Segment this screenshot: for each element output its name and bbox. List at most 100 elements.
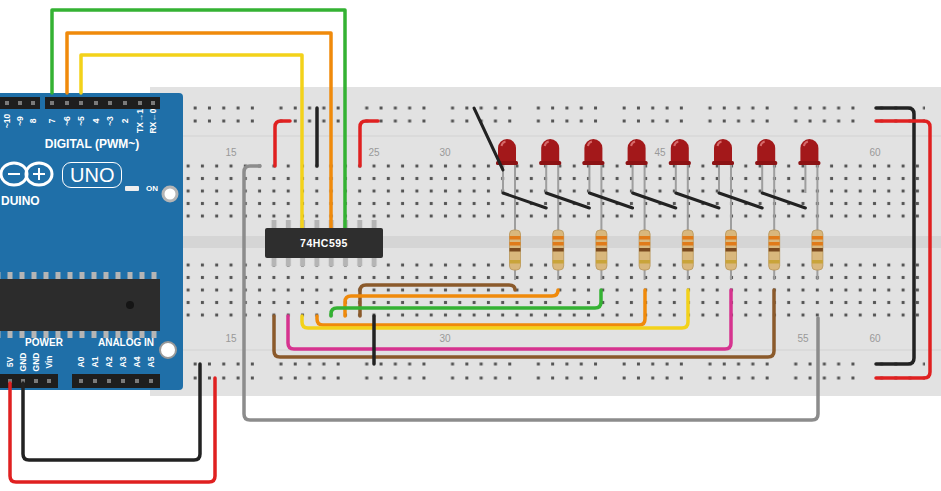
resistors bbox=[596, 222, 607, 280]
arduino-board-art bbox=[108, 101, 112, 105]
arduino-board-art bbox=[93, 379, 97, 383]
column-number: 60 bbox=[869, 148, 880, 158]
jumper-wires bbox=[676, 193, 719, 208]
jumper-wires bbox=[317, 290, 645, 325]
chip-pins bbox=[266, 258, 382, 266]
column-number: 60 bbox=[869, 334, 880, 344]
board-label: 5V bbox=[6, 357, 15, 367]
arduino-board-art bbox=[135, 379, 139, 383]
leds bbox=[582, 139, 604, 222]
arduino-board-art bbox=[149, 379, 153, 383]
board-label: A1 bbox=[91, 357, 100, 368]
breadboard bbox=[188, 357, 925, 385]
leds bbox=[626, 139, 648, 222]
chip-pins bbox=[266, 220, 382, 266]
jumper-wires bbox=[360, 121, 378, 166]
jumper-wires bbox=[288, 290, 731, 349]
arduino-board-art bbox=[94, 101, 98, 105]
board-label: 4 bbox=[92, 119, 101, 124]
board-label: ~9 bbox=[16, 116, 25, 126]
board-logo-mark bbox=[8, 173, 20, 175]
resistors bbox=[812, 222, 823, 280]
arduino-board-art bbox=[121, 379, 125, 383]
jumper-wires bbox=[876, 108, 914, 364]
leds bbox=[496, 139, 518, 222]
arduino-board-art bbox=[0, 331, 160, 338]
board-label: A0 bbox=[77, 357, 86, 368]
resistors bbox=[553, 222, 564, 280]
arduino-board-art bbox=[0, 93, 183, 390]
jumper-wires bbox=[10, 108, 930, 482]
board-label: TX→1 bbox=[136, 109, 145, 133]
column-number: 15 bbox=[225, 148, 236, 158]
column-number: 25 bbox=[368, 148, 379, 158]
board-label: ANALOG IN bbox=[98, 338, 154, 348]
breadboard bbox=[188, 101, 925, 127]
board-label: 7 bbox=[48, 119, 57, 124]
column-number: 15 bbox=[225, 334, 236, 344]
signal-wire bbox=[67, 33, 331, 228]
arduino-board-art bbox=[138, 101, 142, 105]
chip-pins bbox=[266, 220, 382, 228]
resistors bbox=[639, 222, 650, 280]
jumper-wires bbox=[360, 285, 515, 316]
leds bbox=[539, 139, 561, 222]
arduino-board-art bbox=[8, 379, 153, 383]
signal-wire bbox=[52, 10, 345, 228]
arduino-board-art bbox=[107, 379, 111, 383]
arduino-board-art bbox=[31, 101, 35, 105]
chip-label: 74HC595 bbox=[300, 238, 348, 249]
arduino-board-art bbox=[163, 187, 177, 201]
leds bbox=[755, 139, 777, 222]
arduino-board-art bbox=[0, 279, 160, 331]
board-logo-mark bbox=[26, 163, 52, 185]
jumper-wires bbox=[719, 193, 762, 208]
jumper-wires bbox=[546, 193, 589, 208]
arduino-board-art bbox=[18, 101, 22, 105]
resistors bbox=[510, 222, 521, 280]
board-logo: UNO bbox=[62, 162, 122, 188]
arduino-board-art bbox=[45, 97, 160, 109]
column-number: 45 bbox=[654, 148, 665, 158]
shift-register-chip: 74HC595 bbox=[265, 228, 383, 258]
jumper-wires bbox=[275, 121, 290, 166]
arduino-board-art bbox=[126, 301, 134, 309]
leds bbox=[669, 139, 691, 222]
board-logo-mark bbox=[1, 163, 27, 185]
jumper-wires bbox=[762, 193, 805, 208]
board-label: RX←0 bbox=[149, 108, 158, 133]
arduino-board-art bbox=[151, 101, 155, 105]
jumper-wires bbox=[372, 316, 376, 364]
jumper-wires bbox=[589, 193, 632, 208]
arduino-board-art bbox=[79, 379, 83, 383]
jumper-wires bbox=[315, 108, 319, 166]
arduino-board-art bbox=[47, 379, 51, 383]
breadboard bbox=[150, 87, 941, 396]
jumper-wires bbox=[876, 121, 930, 378]
arduino-board-art bbox=[0, 93, 183, 390]
board-label: ~3 bbox=[106, 116, 115, 126]
board-label: ~6 bbox=[63, 116, 72, 126]
arduino-board-art bbox=[160, 342, 176, 358]
leds bbox=[798, 139, 820, 222]
arduino-board-art bbox=[0, 272, 160, 279]
board-label: 8 bbox=[29, 119, 38, 124]
resistors bbox=[726, 222, 737, 280]
arduino-board-art bbox=[72, 374, 160, 388]
resistors bbox=[769, 222, 780, 280]
arduino-board-art bbox=[34, 379, 38, 383]
jumper-wires bbox=[23, 364, 200, 460]
board-label: ~5 bbox=[77, 116, 86, 126]
breadboard bbox=[150, 87, 941, 396]
breadboard bbox=[150, 136, 941, 137]
arduino-board-art bbox=[5, 101, 9, 105]
jumper-wires bbox=[503, 193, 546, 208]
leds bbox=[712, 139, 734, 222]
board-label: ~10 bbox=[3, 114, 12, 128]
column-number: 55 bbox=[797, 334, 808, 344]
board-logo-mark bbox=[1, 163, 52, 185]
arduino-board-art bbox=[5, 101, 155, 105]
jumper-wires bbox=[274, 290, 774, 357]
board-label: 2 bbox=[121, 119, 130, 124]
